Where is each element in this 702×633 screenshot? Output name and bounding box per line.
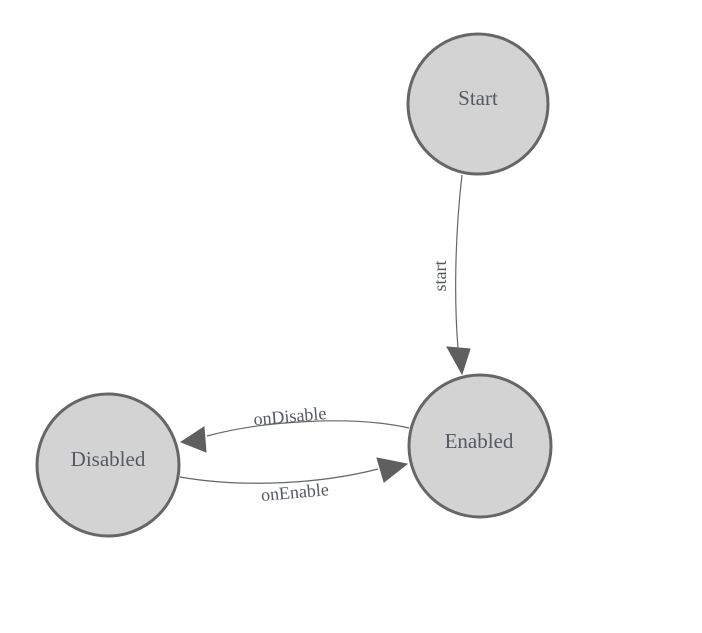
state-node-start: Start <box>406 32 550 176</box>
arrowhead-icon <box>376 457 409 483</box>
state-circle-disabled <box>35 392 181 538</box>
arrowhead-icon <box>446 346 471 376</box>
arrowhead-icon <box>179 426 207 453</box>
state-label-start: Start <box>458 86 498 110</box>
edge-label-ondisable: onDisable <box>253 403 327 429</box>
state-circle-start <box>406 32 550 176</box>
edge-enabled-to-disabled: onDisable <box>179 403 410 453</box>
edge-disabled-to-enabled: onEnable <box>179 457 409 505</box>
state-node-enabled: Enabled <box>407 373 553 519</box>
edge-label-start: start <box>430 261 450 292</box>
state-circle-enabled <box>407 373 553 519</box>
edge-disabled-to-enabled-line <box>179 468 379 484</box>
edge-enabled-to-disabled-line <box>206 420 410 437</box>
state-node-disabled: Disabled <box>35 392 181 538</box>
edge-start-to-enabled-line <box>455 174 463 349</box>
edge-start-to-enabled: start <box>430 174 471 376</box>
state-label-enabled: Enabled <box>445 429 514 453</box>
state-label-disabled: Disabled <box>71 447 146 471</box>
